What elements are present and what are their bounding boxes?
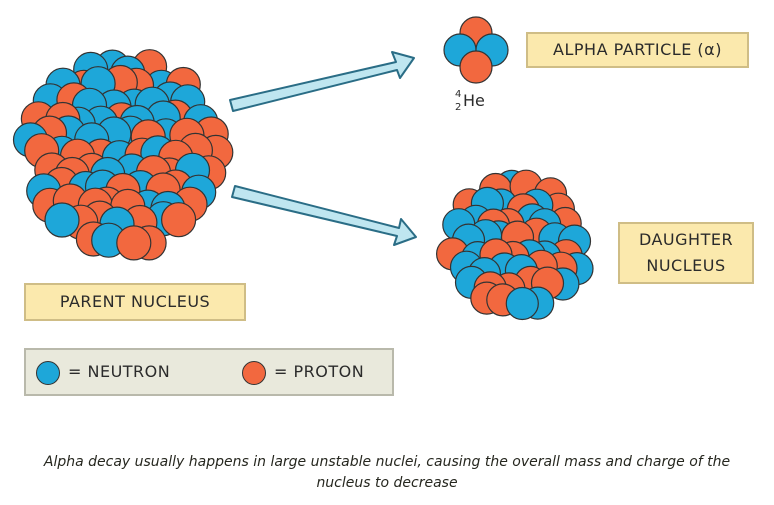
parent-nucleus-label-text: PARENT NUCLEUS xyxy=(59,292,211,311)
decay-arrows xyxy=(229,51,417,246)
parent-nucleus-label: PARENT NUCLEUS xyxy=(24,283,246,321)
parent-nucleus-neutron xyxy=(44,202,80,238)
proton-legend-label: = PROTON xyxy=(274,362,365,381)
parent-nucleus-proton xyxy=(161,202,197,238)
arrow-to-alpha-particle xyxy=(229,51,415,112)
daughter-nucleus-cluster xyxy=(436,169,594,321)
caption-line-1: Alpha decay usually happens in large uns… xyxy=(43,454,731,470)
legend: = NEUTRON = PROTON xyxy=(24,348,394,396)
arrow-to-daughter-nucleus xyxy=(231,185,417,246)
daughter-label-line1: DAUGHTER xyxy=(638,230,734,249)
proton-legend-swatch xyxy=(242,361,266,385)
neutron-legend-swatch xyxy=(36,361,60,385)
helium-symbol: He xyxy=(463,91,485,110)
alpha-proton xyxy=(459,50,493,84)
daughter-label-line2: NUCLEUS xyxy=(646,256,726,275)
daughter-nucleus-neutron xyxy=(505,286,539,321)
figure-caption: Alpha decay usually happens in large uns… xyxy=(0,452,774,494)
alpha-particle-label-text: ALPHA PARTICLE (α) xyxy=(553,40,722,59)
helium-mass-number: 4 xyxy=(455,89,462,100)
helium-atomic-number: 2 xyxy=(455,102,462,113)
parent-nucleus-cluster xyxy=(12,49,234,261)
parent-nucleus-proton xyxy=(116,225,152,261)
caption-line-2: nucleus to decrease xyxy=(316,475,458,491)
helium-nuclide-notation: 4 2 He xyxy=(455,89,485,113)
neutron-legend-label: = NEUTRON xyxy=(68,362,171,381)
alpha-particle-label: ALPHA PARTICLE (α) xyxy=(526,32,749,68)
alpha-particle-cluster xyxy=(443,16,509,84)
daughter-nucleus-label: DAUGHTER NUCLEUS xyxy=(618,222,754,284)
